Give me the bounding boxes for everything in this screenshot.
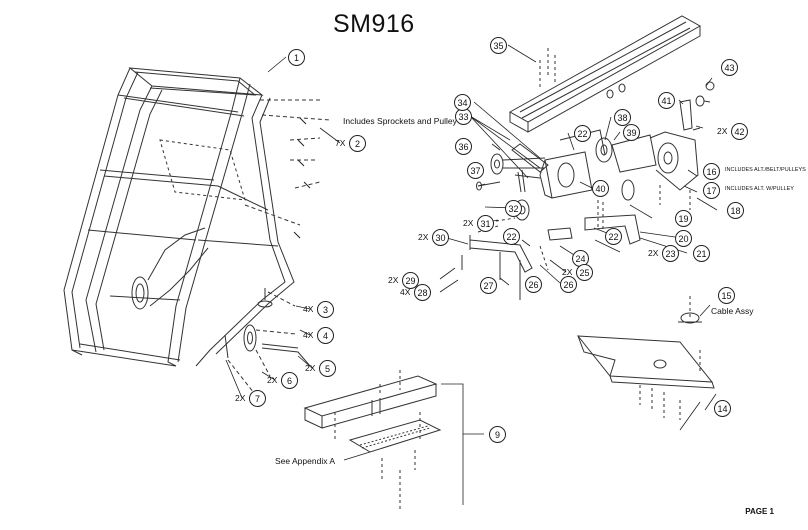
callout-9: 9 [489,426,506,443]
callout-qty-4: 4X [303,330,314,340]
callout-qty-23: 2X [648,248,659,258]
frame-bolts [293,117,311,239]
callout-35: 35 [490,37,507,54]
callout-7: 7 [249,390,266,407]
callout-qty-3: 4X [303,304,314,314]
note-sprockets-pulley: Includes Sprockets and Pulley [343,116,457,126]
callout-28: 28 [414,284,431,301]
drive-motor-assembly [514,81,715,210]
callout-qty-42: 2X [717,126,728,136]
callout-34: 34 [454,94,471,111]
caster-parts [224,288,311,394]
base-tray-assembly [303,370,442,510]
callout-19: 19 [675,210,692,227]
callout-31: 31 [477,215,494,232]
callout-qty-6: 2X [267,375,278,385]
bracket-assembly [461,200,641,300]
sprocket-assembly [476,143,549,233]
frame-hardware [244,99,331,226]
callout-30: 30 [432,229,449,246]
top-rail-assembly [508,15,702,133]
callout-26: 26 [525,276,542,293]
callout-20: 20 [675,230,692,247]
callout-qty-2: 7X [335,138,346,148]
callout-qty-25: 2X [562,267,573,277]
callout-3: 3 [317,301,334,318]
callout-26: 26 [560,276,577,293]
diagram-title: SM916 [333,10,415,38]
callout-leaders [225,44,718,505]
callout-1: 1 [288,49,305,66]
callout-14: 14 [714,400,731,417]
callout-22: 22 [503,228,520,245]
note-see-appendix: See Appendix A [275,456,336,466]
callout-qty-29: 2X [388,275,399,285]
callout-4: 4 [317,327,334,344]
callout-5: 5 [319,360,336,377]
note-includes-alt-belt: INCLUDES ALT./BELT/PULLEYS [725,167,806,173]
callout-21: 21 [693,245,710,262]
note-cable-assy: Cable Assy [711,306,754,316]
mounting-plate-assembly [576,296,715,420]
callout-qty-5: 2X [305,363,316,373]
callout-23: 23 [662,245,679,262]
callout-37: 37 [467,162,484,179]
callout-22: 22 [605,228,622,245]
callout-qty-31: 2X [463,218,474,228]
callout-2: 2 [349,135,366,152]
callout-32: 32 [505,200,522,217]
frame-assembly [63,67,295,367]
callout-qty-28: 4X [400,287,411,297]
callout-17: 17 [703,182,720,199]
callout-38: 38 [614,109,631,126]
callout-qty-30: 2X [418,232,429,242]
callout-qty-7: 2X [235,393,246,403]
callout-40: 40 [592,180,609,197]
callout-15: 15 [718,287,735,304]
callout-6: 6 [281,372,298,389]
callout-41: 41 [658,92,675,109]
note-includes-alt-pulley: INCLUDES ALT. W/PULLEY [725,186,794,192]
callout-43: 43 [721,59,738,76]
callout-39: 39 [623,124,640,141]
callout-25: 25 [576,264,593,281]
callout-36: 36 [455,138,472,155]
callout-18: 18 [727,202,744,219]
callout-22: 22 [574,125,591,142]
callout-27: 27 [480,277,497,294]
callout-42: 42 [731,123,748,140]
page-label: PAGE 1 [745,507,774,516]
callout-16: 16 [703,163,720,180]
callout-29: 29 [402,272,419,289]
